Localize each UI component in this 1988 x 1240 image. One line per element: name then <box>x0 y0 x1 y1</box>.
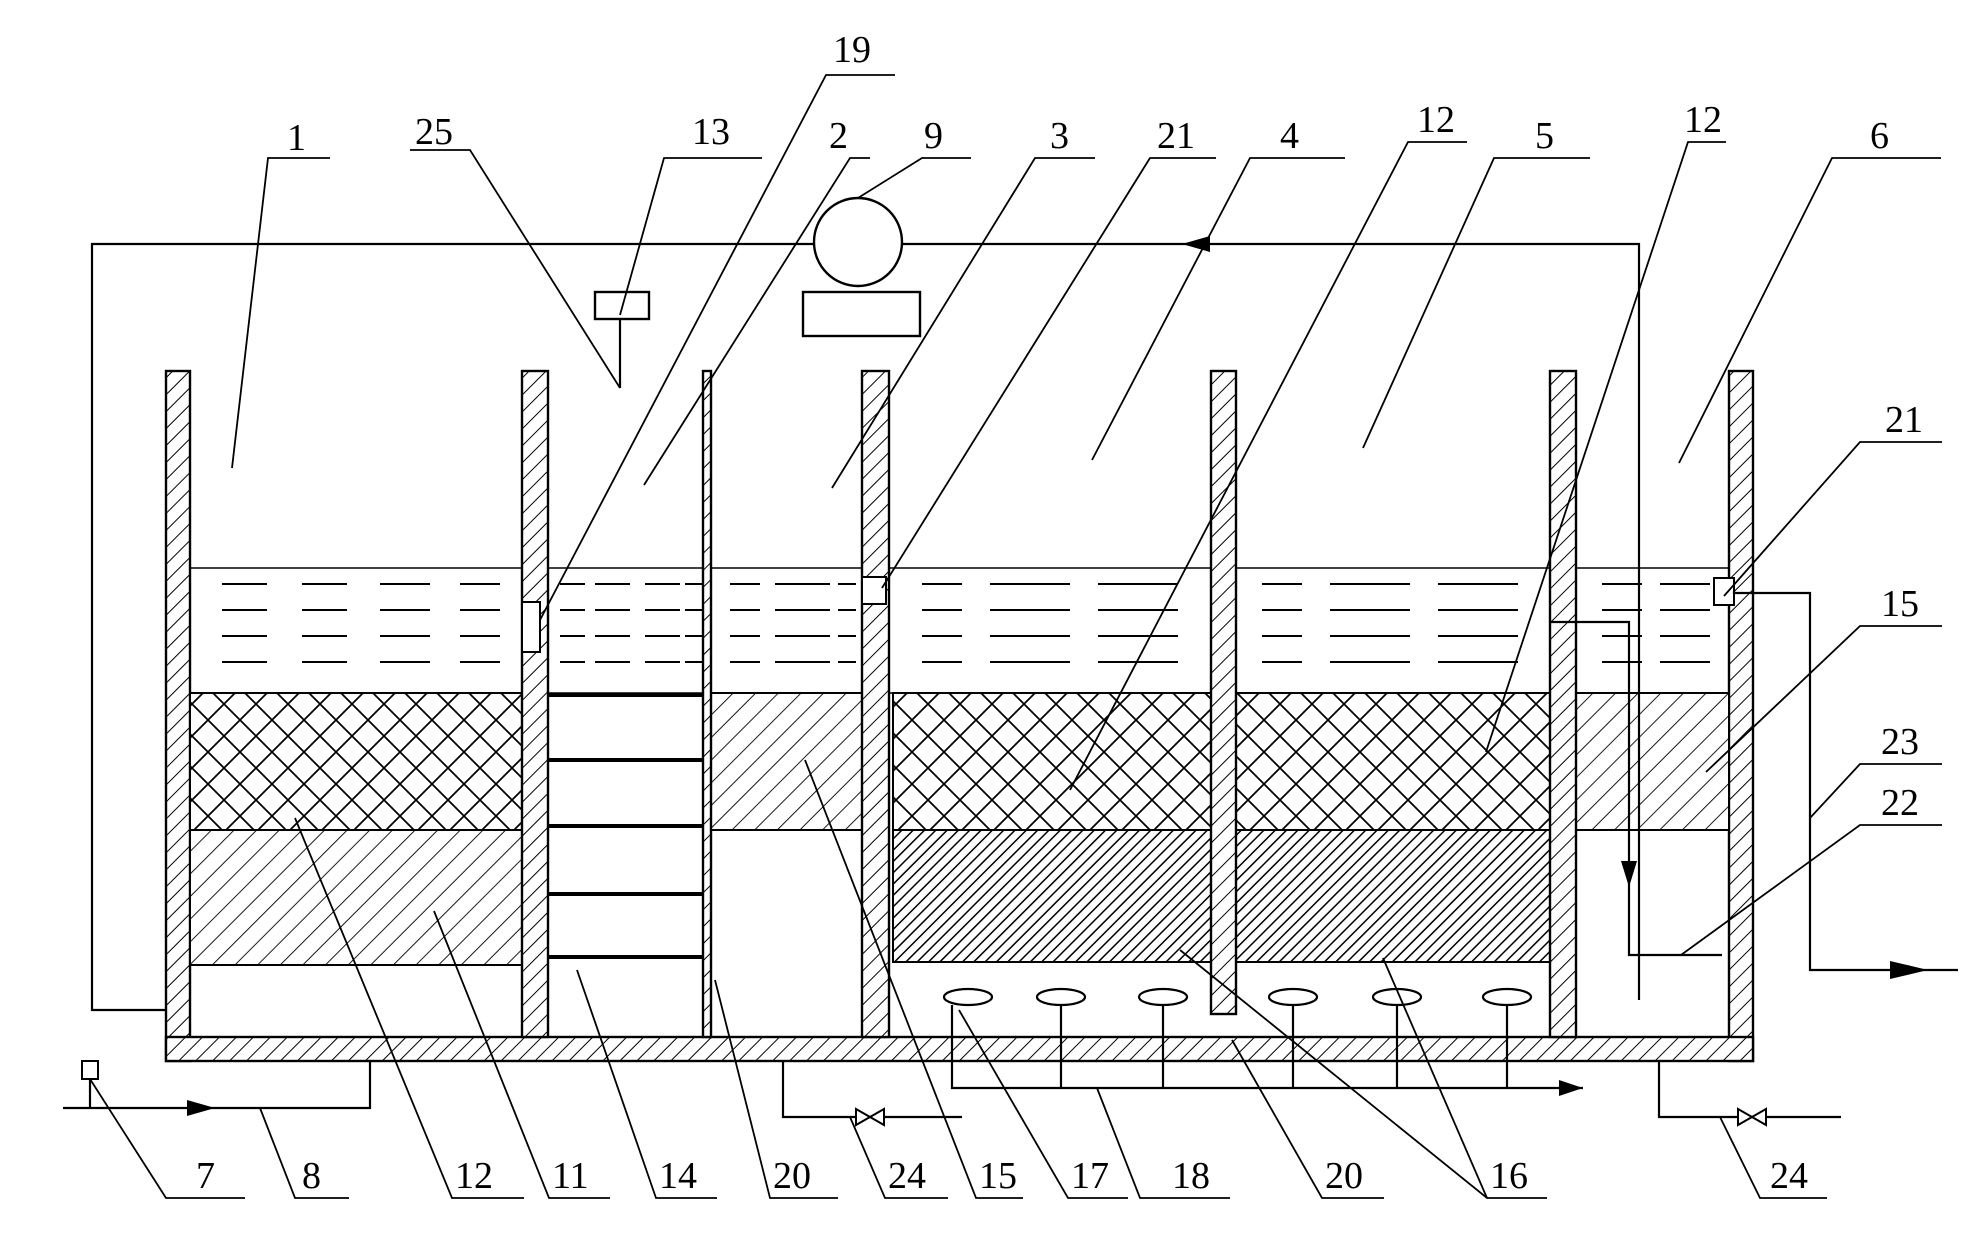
callout-12-top-b: 12 <box>1684 99 1722 141</box>
callout-5: 5 <box>1535 115 1554 157</box>
filter-media-11 <box>189 829 523 966</box>
callout-3: 3 <box>1050 115 1069 157</box>
callout-labels: 1 25 13 19 2 9 3 21 4 12 5 12 6 21 15 23… <box>196 29 1923 1197</box>
callout-21-right: 21 <box>1885 399 1923 441</box>
pipes <box>63 236 1958 1127</box>
water-zones <box>190 567 1729 694</box>
callout-7: 7 <box>196 1155 215 1197</box>
callout-20-left: 20 <box>773 1155 811 1197</box>
callout-18: 18 <box>1172 1155 1210 1197</box>
filter-media-12-comp5 <box>1235 692 1551 831</box>
filter-media-15-comp3 <box>710 692 863 831</box>
partition-walls <box>520 369 1578 1039</box>
callout-16: 16 <box>1490 1155 1528 1197</box>
water-dashes <box>222 583 1710 663</box>
callout-12-top-a: 12 <box>1417 99 1455 141</box>
callout-14: 14 <box>659 1155 697 1197</box>
tank-walls <box>164 369 1755 1063</box>
callout-15-right: 15 <box>1881 583 1919 625</box>
callout-21-top: 21 <box>1157 115 1195 157</box>
tray-plates-14 <box>548 693 703 959</box>
callout-22: 22 <box>1881 782 1919 824</box>
callout-6: 6 <box>1870 115 1889 157</box>
callout-12-bottom: 12 <box>455 1155 493 1197</box>
callout-4: 4 <box>1280 115 1299 157</box>
callout-15-bottom: 15 <box>979 1155 1017 1197</box>
callout-9: 9 <box>924 115 943 157</box>
leader-lines <box>89 74 1942 1199</box>
weir-boxes <box>521 576 1735 653</box>
callout-17: 17 <box>1071 1155 1109 1197</box>
filter-media-12-comp4 <box>892 692 1212 831</box>
callout-20-right: 20 <box>1325 1155 1363 1197</box>
pump-9 <box>801 196 922 338</box>
callout-1: 1 <box>287 117 306 159</box>
filter-media-16-comp4 <box>892 829 1212 963</box>
callout-19: 19 <box>833 29 871 71</box>
media-layers <box>189 692 1730 966</box>
callout-11: 11 <box>552 1155 589 1197</box>
callout-2: 2 <box>829 115 848 157</box>
callout-24-left: 24 <box>888 1155 926 1197</box>
callout-23: 23 <box>1881 721 1919 763</box>
callout-25: 25 <box>415 111 453 153</box>
callout-8: 8 <box>302 1155 321 1197</box>
callout-13: 13 <box>692 111 730 153</box>
filter-media-15-comp6 <box>1575 692 1730 831</box>
callout-24-right: 24 <box>1770 1155 1808 1197</box>
filter-media-16-comp5 <box>1235 829 1551 963</box>
filter-media-12-comp1 <box>189 692 523 831</box>
